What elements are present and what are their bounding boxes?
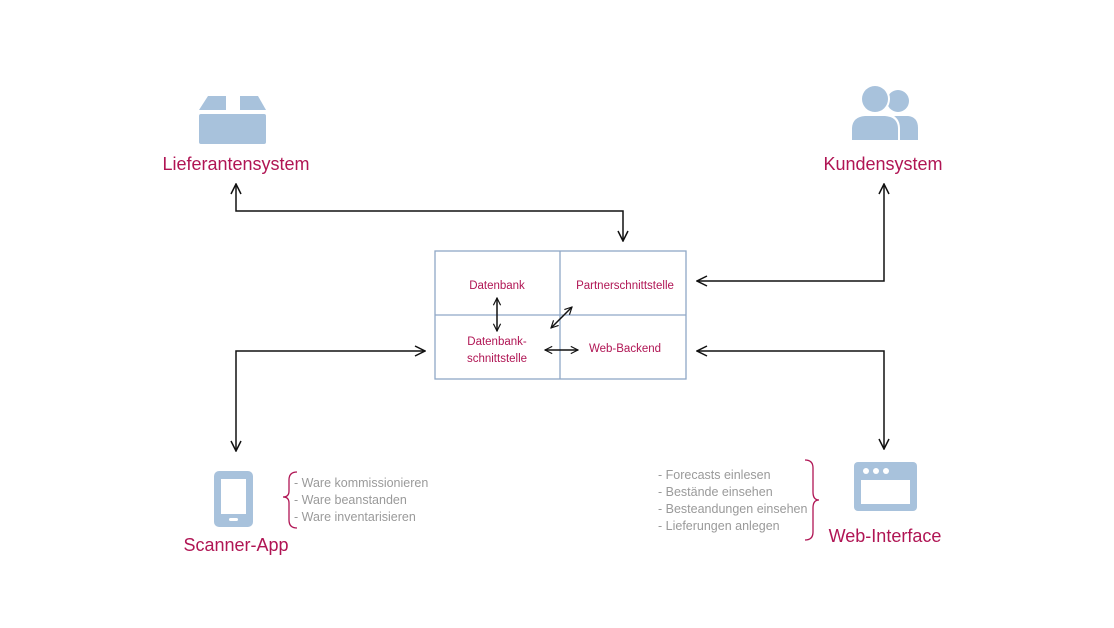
partnerschnittstelle-label: Partnerschnittstelle [576, 280, 674, 292]
webinterface-backend-connector [697, 351, 884, 449]
web-backend-label: Web-Backend [589, 343, 661, 355]
lieferantensystem-label: Lieferantensystem [162, 154, 309, 174]
scanner-task-item: - Ware kommissionieren [294, 476, 428, 490]
scanner-app-label: Scanner-App [183, 535, 288, 555]
kundensystem-label: Kundensystem [823, 154, 942, 174]
scanner-task-item: - Ware inventarisieren [294, 510, 416, 524]
scanner-schnittstelle-connector [236, 351, 425, 451]
web-task-item: - Lieferungen anlegen [658, 519, 780, 533]
datenbankschnittstelle-label-line1: Datenbank- [467, 336, 527, 348]
users-icon [850, 84, 918, 142]
web-task-item: - Bestände einsehen [658, 485, 773, 499]
kunde-partner-connector [697, 184, 884, 281]
package-box-icon [199, 96, 266, 144]
schnittstelle-partner-arrow [551, 307, 572, 328]
scanner-tasks-brace [282, 471, 298, 529]
web-task-item: - Forecasts einlesen [658, 468, 771, 482]
web-tasks-brace [804, 459, 820, 541]
datenbank-label: Datenbank [469, 280, 525, 292]
datenbankschnittstelle-label-line2: schnittstelle [467, 353, 527, 365]
smartphone-icon [214, 471, 253, 527]
web-task-item: - Besteandungen einsehen [658, 502, 807, 516]
browser-window-icon [854, 462, 917, 511]
lieferant-partner-connector [236, 184, 623, 241]
scanner-task-item: - Ware beanstanden [294, 493, 407, 507]
web-interface-label: Web-Interface [829, 526, 942, 546]
